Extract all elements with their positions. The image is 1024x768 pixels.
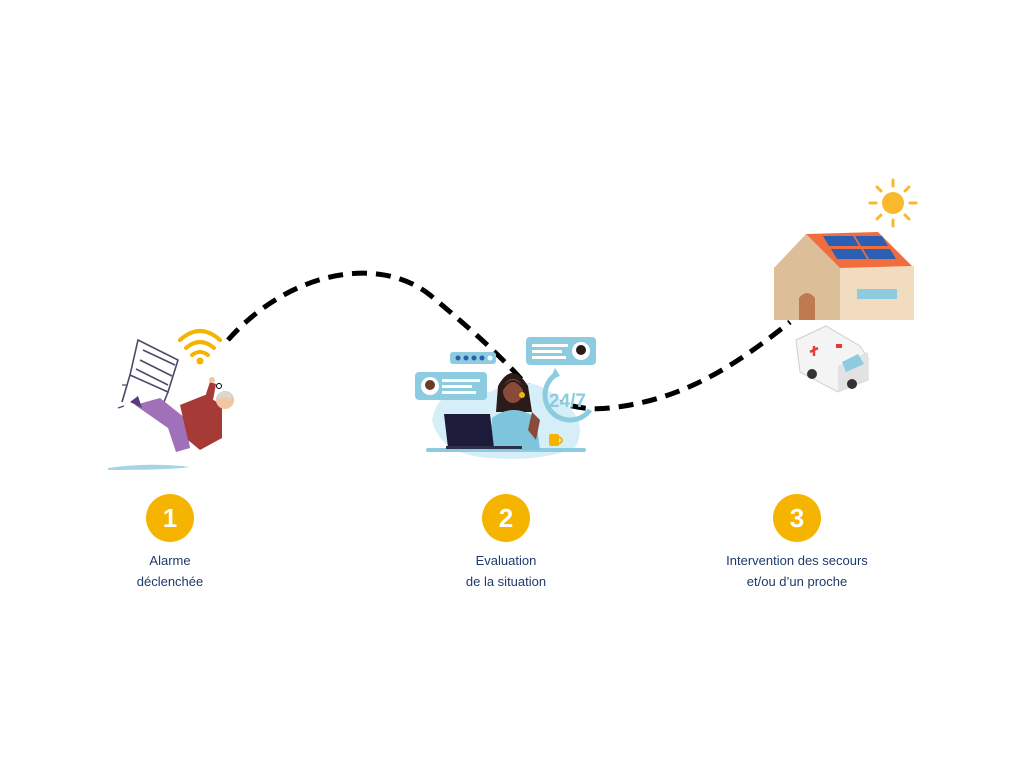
house-ambulance-icon — [774, 178, 918, 393]
step-1-label-line2: déclenchée — [136, 574, 204, 589]
step-2-label-line2: de la situation — [465, 574, 547, 589]
step-3-label-line1: Intervention des secours — [726, 553, 868, 568]
step-2-badge: 2 — [482, 494, 530, 542]
ambulance-icon — [795, 325, 869, 393]
step-3-label-line2: et/ou d’un proche — [746, 574, 848, 589]
step-1-label-line1: Alarme — [149, 553, 191, 568]
step-2-label: Evaluation de la situation — [396, 550, 616, 592]
sun-icon — [868, 178, 918, 228]
step-3-label: Intervention des secours et/ou d’un proc… — [687, 550, 907, 592]
fall-person-icon — [108, 338, 234, 470]
step-3-badge: 3 — [773, 494, 821, 542]
step-1-badge: 1 — [146, 494, 194, 542]
step-1-label: Alarme déclenchée — [60, 550, 280, 592]
step-2-label-line1: Evaluation — [475, 553, 537, 568]
availability-text: 24/7 — [549, 391, 586, 412]
wifi-signal-icon — [178, 329, 222, 357]
call-center-operator-icon: 24/7 — [415, 337, 596, 459]
